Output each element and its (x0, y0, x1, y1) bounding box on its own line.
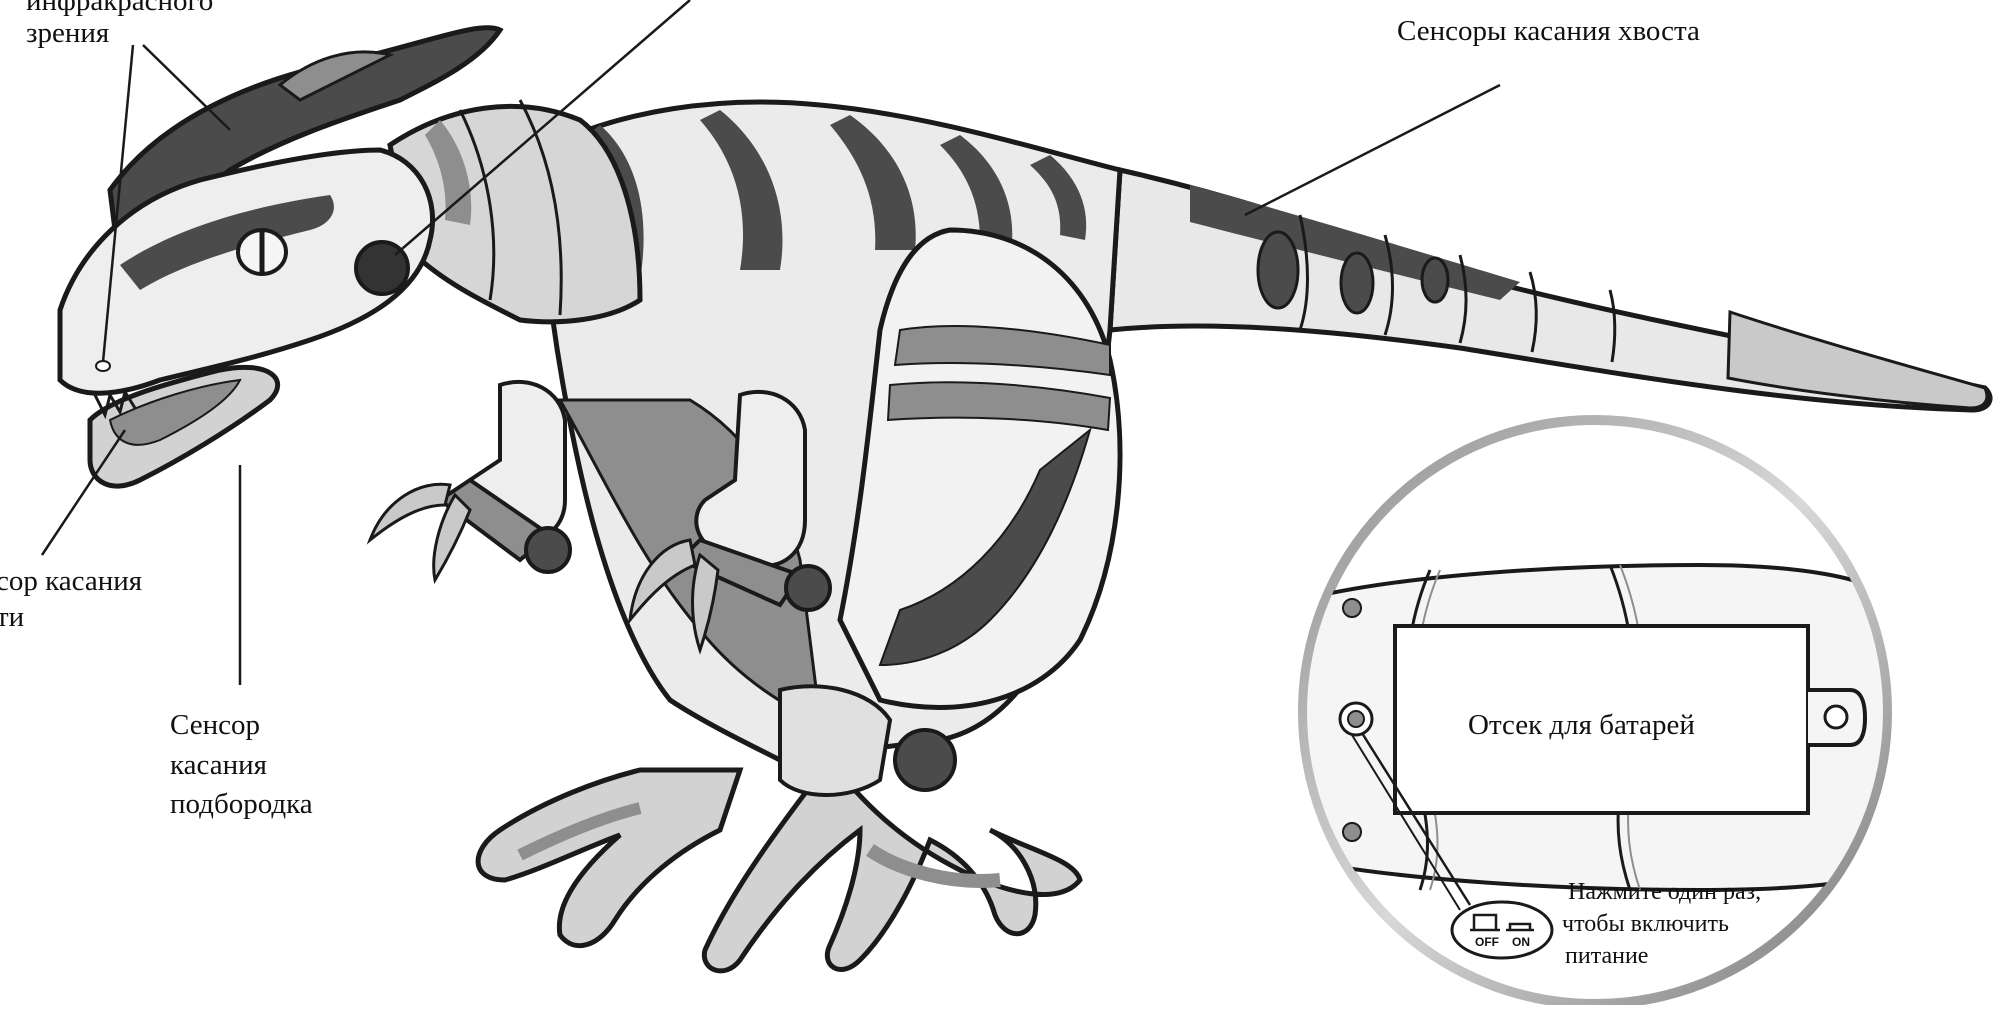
power-instruction-line1: Нажмите один раз, (1568, 877, 1761, 908)
lower-leg (780, 686, 890, 795)
panel-screw (1343, 599, 1361, 617)
panel-screw (1343, 823, 1361, 841)
right-elbow-joint (786, 566, 830, 610)
switch-on-label: ON (1512, 935, 1530, 949)
dinosaur-tail (1110, 170, 1990, 410)
left-foot (478, 770, 740, 946)
battery-tab-hole (1825, 706, 1847, 728)
tail-sensor-2 (1341, 253, 1373, 313)
switch-off-label: OFF (1475, 935, 1499, 949)
tail-callout-line (1245, 85, 1500, 215)
chin-sensor-label-line3: подбородка (170, 785, 313, 823)
tail-sensors-label: Сенсоры касания хвоста (1397, 12, 1700, 50)
chin-sensor-label-line2: касания (170, 746, 267, 784)
power-button-core (1348, 711, 1364, 727)
left-claw (434, 495, 470, 580)
tail-sensor-3 (1422, 258, 1448, 302)
ir-sensor-dot (96, 361, 110, 371)
ir-callout-line (143, 45, 230, 130)
left-elbow-joint (526, 528, 570, 572)
ir-vision-label-line2: зрения (26, 14, 109, 52)
tail-sensor-1 (1258, 232, 1298, 308)
mouth-callout-line (42, 430, 125, 555)
power-instruction-line3: питание (1565, 941, 1648, 972)
mouth-sensor-label-line1: сор касания (0, 562, 142, 600)
power-instruction-line2: чтобы включить (1562, 909, 1729, 940)
knee-joint (895, 730, 955, 790)
dinosaur-feet (478, 760, 1080, 971)
switch-callout-bubble (1452, 902, 1552, 958)
mouth-sensor-label-line2: ти (0, 598, 24, 636)
battery-compartment-label: Отсек для батарей (1468, 706, 1695, 744)
chin-sensor-label-line1: Сенсор (170, 706, 260, 744)
